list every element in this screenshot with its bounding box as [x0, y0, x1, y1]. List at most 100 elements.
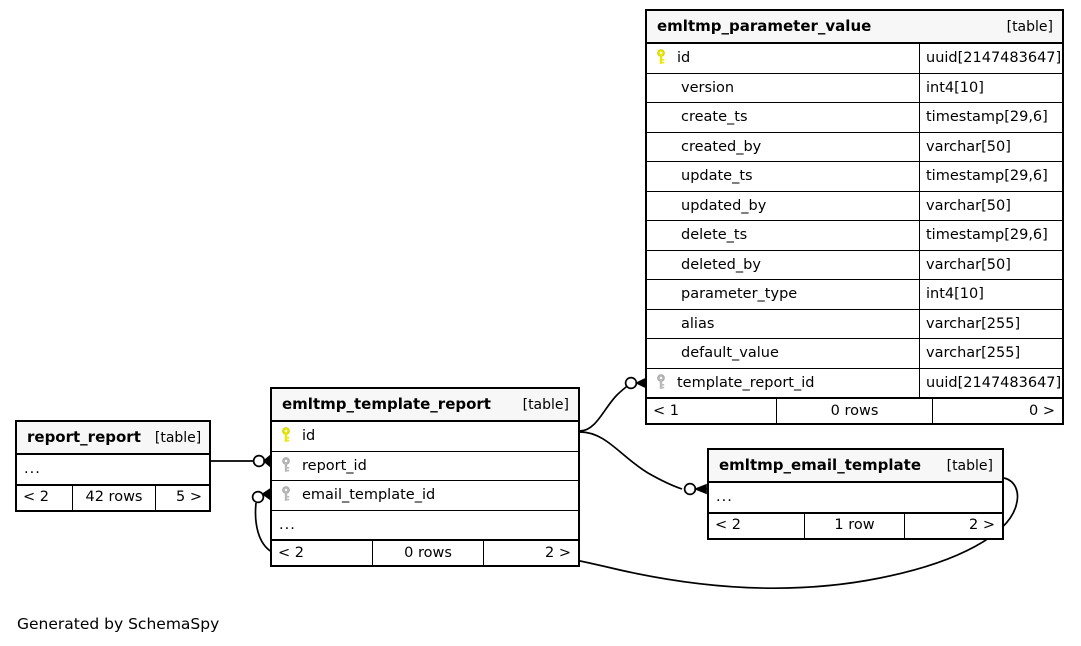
table-emltmp-template-report[interactable]: emltmp_template_report [table] id — [270, 387, 580, 567]
footer-parents-count: < 2 — [23, 489, 49, 506]
column-type: timestamp[29,6] — [919, 162, 1062, 191]
table-emltmp-parameter-value[interactable]: emltmp_parameter_value [table] id uuid[2… — [645, 9, 1064, 425]
table-row[interactable]: id uuid[2147483647] — [647, 44, 1062, 74]
primary-key-icon — [282, 427, 290, 443]
column-label: report_id — [302, 457, 367, 474]
table-row[interactable]: parameter_type int4[10] — [647, 280, 1062, 310]
more-columns-indicator: ... — [272, 511, 578, 540]
table-title: emltmp_parameter_value — [657, 17, 872, 35]
table-row[interactable]: template_report_id uuid[2147483647] — [647, 368, 1062, 398]
footer-children-count: 0 > — [1029, 402, 1055, 419]
footer-row-count: 0 rows — [372, 541, 484, 565]
table-row[interactable]: created_by varchar[50] — [647, 132, 1062, 162]
table-row[interactable]: updated_by varchar[50] — [647, 191, 1062, 221]
column-type: uuid[2147483647] — [919, 368, 1062, 397]
column-label: created_by — [681, 138, 762, 155]
table-row[interactable]: id — [272, 422, 578, 452]
footer-row-count: 42 rows — [72, 485, 156, 510]
table-row[interactable]: version int4[10] — [647, 73, 1062, 103]
column-type: int4[10] — [919, 280, 1062, 309]
table-footer: < 2 0 rows 2 > — [272, 540, 578, 565]
column-name-cell: create_ts — [647, 103, 919, 132]
column-name-cell: template_report_id — [647, 369, 919, 398]
more-columns-indicator: ... — [17, 455, 209, 485]
footer-parents-count: < 2 — [278, 544, 304, 561]
table-row[interactable]: update_ts timestamp[29,6] — [647, 162, 1062, 192]
table-footer: < 2 42 rows 5 > — [17, 484, 209, 510]
table-footer: < 1 0 rows 0 > — [647, 398, 1062, 423]
footer-children-count: 2 > — [969, 517, 995, 534]
column-name-cell: id — [647, 44, 919, 73]
footer-children-count: 2 > — [545, 544, 571, 561]
column-name-cell: report_id — [272, 452, 578, 481]
column-type: int4[10] — [919, 73, 1062, 102]
table-row[interactable]: default_value varchar[255] — [647, 339, 1062, 369]
column-name-cell: deleted_by — [647, 251, 919, 280]
column-label: deleted_by — [681, 256, 761, 273]
table-type-tag: [table] — [946, 457, 993, 474]
table-title: emltmp_email_template — [719, 456, 922, 474]
foreign-key-icon — [282, 456, 290, 472]
column-label: parameter_type — [681, 286, 798, 302]
column-label: version — [681, 79, 735, 96]
column-label: create_ts — [681, 109, 748, 125]
column-name-cell: created_by — [647, 133, 919, 162]
table-row[interactable]: report_id — [272, 452, 578, 481]
column-name-cell: default_value — [647, 339, 919, 368]
table-row[interactable]: create_ts timestamp[29,6] — [647, 103, 1062, 133]
footer-parents-count: < 1 — [653, 402, 679, 419]
column-label: default_value — [681, 345, 779, 361]
table-header: emltmp_template_report [table] — [272, 389, 578, 422]
column-name-cell: alias — [647, 310, 919, 339]
foreign-key-icon — [657, 373, 665, 389]
table-header: report_report [table] — [17, 422, 209, 455]
column-label: updated_by — [681, 197, 767, 214]
column-label: alias — [681, 315, 715, 332]
column-type: varchar[50] — [919, 132, 1062, 161]
column-label: id — [677, 50, 691, 66]
column-type: varchar[50] — [919, 250, 1062, 279]
footer-parents-count: < 2 — [715, 517, 741, 534]
table-header: emltmp_parameter_value [table] — [647, 11, 1062, 44]
column-name-cell: updated_by — [647, 192, 919, 221]
table-type-tag: [table] — [1006, 18, 1053, 35]
table-row[interactable]: email_template_id — [272, 481, 578, 511]
column-label: email_template_id — [302, 487, 436, 503]
column-label: update_ts — [681, 168, 753, 184]
more-columns-indicator: ... — [709, 483, 1002, 513]
edge-template-report-to-email-template — [579, 431, 683, 490]
table-row[interactable]: delete_ts timestamp[29,6] — [647, 221, 1062, 251]
table-emltmp-email-template[interactable]: emltmp_email_template [table] ... < 2 1 … — [707, 448, 1004, 540]
table-type-tag: [table] — [154, 429, 202, 446]
edge-template-report-to-parameter-value — [579, 383, 631, 432]
column-name-cell: parameter_type — [647, 280, 919, 309]
table-title: report_report — [27, 428, 141, 446]
primary-key-icon — [657, 49, 665, 65]
column-type: timestamp[29,6] — [919, 221, 1062, 250]
table-report-report[interactable]: report_report [table] ... < 2 42 rows 5 … — [15, 420, 211, 512]
column-name-cell: version — [647, 74, 919, 103]
column-type: varchar[50] — [919, 191, 1062, 220]
column-type: timestamp[29,6] — [919, 103, 1062, 132]
footer-row-count: 1 row — [804, 513, 905, 538]
table-type-tag: [table] — [522, 396, 569, 413]
column-name-cell: delete_ts — [647, 221, 919, 250]
table-row[interactable]: deleted_by varchar[50] — [647, 250, 1062, 280]
column-name-cell: email_template_id — [272, 481, 578, 510]
generated-by-caption: Generated by SchemaSpy — [17, 615, 220, 633]
column-label: delete_ts — [681, 227, 748, 243]
column-name-cell: update_ts — [647, 162, 919, 191]
column-type: varchar[255] — [919, 309, 1062, 338]
table-row[interactable]: alias varchar[255] — [647, 309, 1062, 339]
foreign-key-icon — [282, 486, 290, 502]
column-label: id — [302, 428, 316, 444]
table-title: emltmp_template_report — [282, 395, 491, 413]
column-type: varchar[255] — [919, 339, 1062, 368]
footer-row-count: 0 rows — [776, 399, 933, 423]
column-type: uuid[2147483647] — [919, 44, 1062, 73]
table-footer: < 2 1 row 2 > — [709, 512, 1002, 538]
column-name-cell: id — [272, 422, 578, 451]
table-header: emltmp_email_template [table] — [709, 450, 1002, 483]
column-label: template_report_id — [677, 374, 815, 391]
